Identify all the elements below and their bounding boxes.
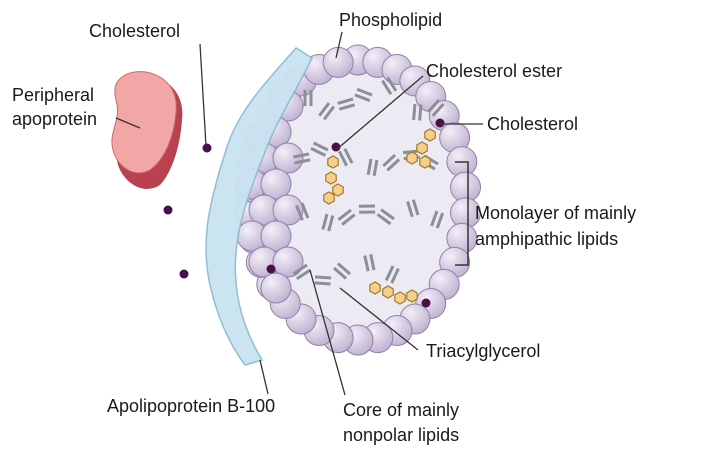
label-monolayer-line2: amphipathic lipids — [475, 229, 619, 249]
lipid-tail — [333, 262, 351, 280]
label-core-line1: Core of mainly — [343, 400, 460, 420]
lipid-tail — [366, 158, 379, 177]
label-monolayer-line1: Monolayer of mainly — [475, 203, 637, 223]
lipid-tail — [338, 148, 354, 167]
lipid-tail — [384, 265, 400, 284]
cholesterol-ring — [394, 291, 406, 305]
phospholipid-head — [260, 220, 292, 252]
lipid-tail — [295, 202, 310, 221]
lipid-tail — [318, 102, 335, 121]
lipid-tail — [382, 153, 401, 172]
lipid-tail — [430, 210, 445, 229]
cholesterol-ring — [369, 281, 381, 295]
cholesterol-dot — [202, 143, 212, 153]
particle-core — [250, 60, 466, 340]
cholesterol-dot — [266, 264, 276, 274]
leader-lines — [115, 31, 483, 396]
phospholipid-head — [322, 46, 354, 78]
lipid-tail — [310, 141, 329, 157]
cholesterol-ring — [416, 141, 428, 155]
cholesterol-ring — [406, 151, 418, 165]
lipid-tail — [292, 263, 312, 281]
cholesterol-ring — [406, 289, 418, 303]
label-cholesterol-ester: Cholesterol ester — [426, 61, 563, 81]
lipid-tail — [354, 87, 373, 103]
cholesterol-ring — [327, 155, 339, 169]
cholesterol-dot — [435, 118, 445, 128]
lipid-tail — [412, 103, 423, 121]
cholesterol-ring — [332, 183, 344, 197]
cholesterol-dot — [421, 298, 431, 308]
lipid-tail — [337, 208, 356, 226]
apolipoprotein-b100-band — [205, 47, 313, 366]
cholesterol-dots — [163, 118, 445, 308]
label-phospholipid: Phospholipid — [339, 10, 443, 30]
lipid-tail — [427, 98, 445, 117]
cholesterol-ring — [325, 171, 337, 185]
phospholipid-head — [260, 168, 292, 200]
lipid-tail — [406, 199, 420, 218]
monolayer-bracket — [455, 161, 469, 266]
lipid-tail — [303, 90, 313, 106]
peripheral-apoprotein — [111, 71, 183, 189]
phospholipid-head — [272, 194, 304, 226]
phospholipid-head — [272, 142, 304, 174]
cholesterol-ring — [419, 155, 431, 169]
lipid-tail — [314, 275, 332, 286]
cholesterol-dot — [179, 269, 189, 279]
cholesterol-ring — [382, 285, 394, 299]
lipid-tail — [363, 254, 376, 272]
lipid-tail — [381, 76, 398, 95]
label-core-line2: nonpolar lipids — [343, 425, 460, 445]
cholesterol-rings — [323, 128, 436, 305]
label-cholesterol-right: Cholesterol — [487, 114, 579, 134]
phospholipid-head — [260, 272, 292, 304]
label-apolipoprotein-b100: Apolipoprotein B-100 — [107, 396, 276, 416]
label-peripheral-line1: Peripheral — [12, 85, 95, 105]
phospholipid-head — [272, 246, 304, 278]
lipid-tail — [293, 152, 311, 165]
lipid-tail — [321, 213, 335, 232]
lipid-tail — [358, 204, 376, 214]
label-cholesterol-top: Cholesterol — [89, 21, 181, 41]
cholesterol-dot — [331, 142, 341, 152]
cholesterol-ring — [424, 128, 436, 142]
lipid-tail — [376, 208, 395, 226]
label-peripheral-line2: apoprotein — [12, 109, 98, 129]
lipid-tail — [337, 97, 356, 111]
cholesterol-dot — [163, 205, 173, 215]
label-triacylglycerol: Triacylglycerol — [426, 341, 541, 361]
cholesterol-ring — [323, 191, 335, 205]
